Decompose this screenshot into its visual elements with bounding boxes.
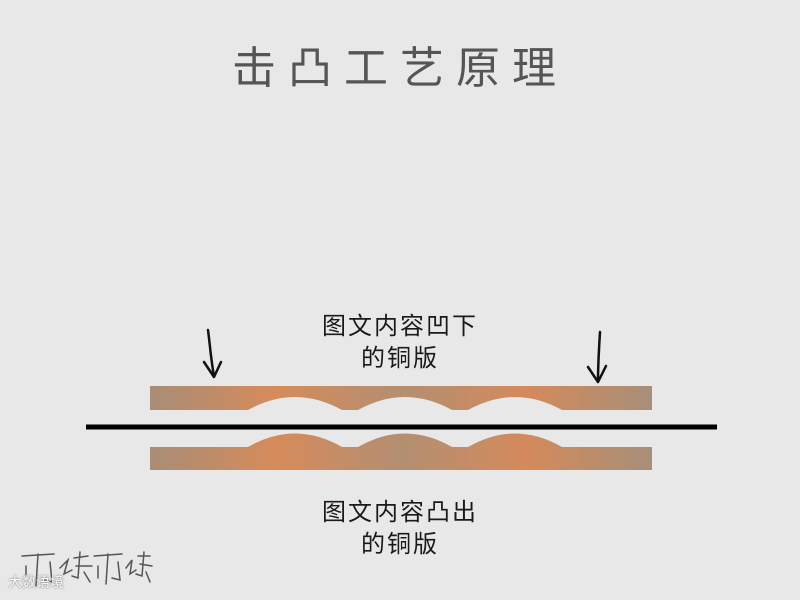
- top-caption-line1: 图文内容凹下: [322, 312, 478, 340]
- top-caption-line2: 的铜版: [361, 344, 439, 372]
- bottom-caption-line2: 的铜版: [361, 530, 439, 558]
- bottom-copper-plate: [150, 433, 652, 470]
- page-title: 击凸工艺原理: [232, 43, 568, 94]
- watermark-text: 大数语境: [8, 575, 64, 591]
- bottom-caption-line1: 图文内容凸出: [322, 498, 478, 526]
- top-copper-plate: [150, 386, 652, 410]
- down-arrow-icon: [586, 330, 608, 384]
- top-plate-caption: 图文内容凹下 的铜版: [200, 310, 600, 374]
- bottom-plate-caption: 图文内容凸出 的铜版: [200, 496, 600, 560]
- handwritten-signature: [21, 551, 153, 587]
- down-arrow-icon: [202, 328, 223, 379]
